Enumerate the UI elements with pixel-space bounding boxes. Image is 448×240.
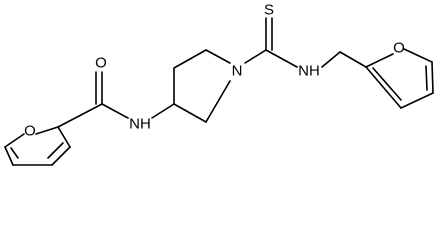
bond [205, 80, 231, 123]
bond [35, 126, 59, 135]
bond [57, 103, 103, 128]
bond [321, 51, 341, 68]
bond [101, 103, 129, 119]
bond [173, 103, 207, 123]
right-furan-oxygen-label: O [393, 40, 405, 57]
left-furan-oxygen-label: O [24, 123, 36, 140]
thiourea-linker [244, 17, 367, 68]
left-furan-ring [4, 126, 71, 166]
bond [431, 61, 434, 94]
bond [339, 51, 367, 68]
thioamide-nh-label: NH [298, 63, 320, 80]
right-furan-ring [365, 48, 434, 109]
amide-nh-label: NH [129, 116, 151, 133]
piperidine-ring [173, 49, 231, 123]
bond [265, 49, 298, 68]
double-bond-inner [425, 65, 428, 91]
double-bond-inner [10, 147, 19, 159]
bond [244, 49, 267, 64]
bond [173, 49, 207, 69]
bond [151, 103, 175, 119]
bond [205, 49, 231, 64]
bond [403, 48, 433, 63]
carbonyl-oxygen-label: O [95, 55, 107, 72]
molecule-structure: O O NH N S NH O [4, 2, 434, 166]
thione-sulfur-label: S [264, 2, 274, 19]
atom-labels: O O NH N S NH O [24, 2, 405, 140]
bond [4, 146, 14, 166]
piperidine-nitrogen-label: N [232, 63, 243, 80]
amide-linker [57, 71, 175, 128]
bond [365, 53, 394, 68]
bond [4, 133, 25, 148]
bond [365, 66, 402, 109]
bond [400, 92, 434, 109]
double-bond-inner [372, 67, 402, 101]
bond [51, 146, 71, 166]
double-bond-inner [47, 142, 64, 159]
bond [57, 126, 71, 148]
